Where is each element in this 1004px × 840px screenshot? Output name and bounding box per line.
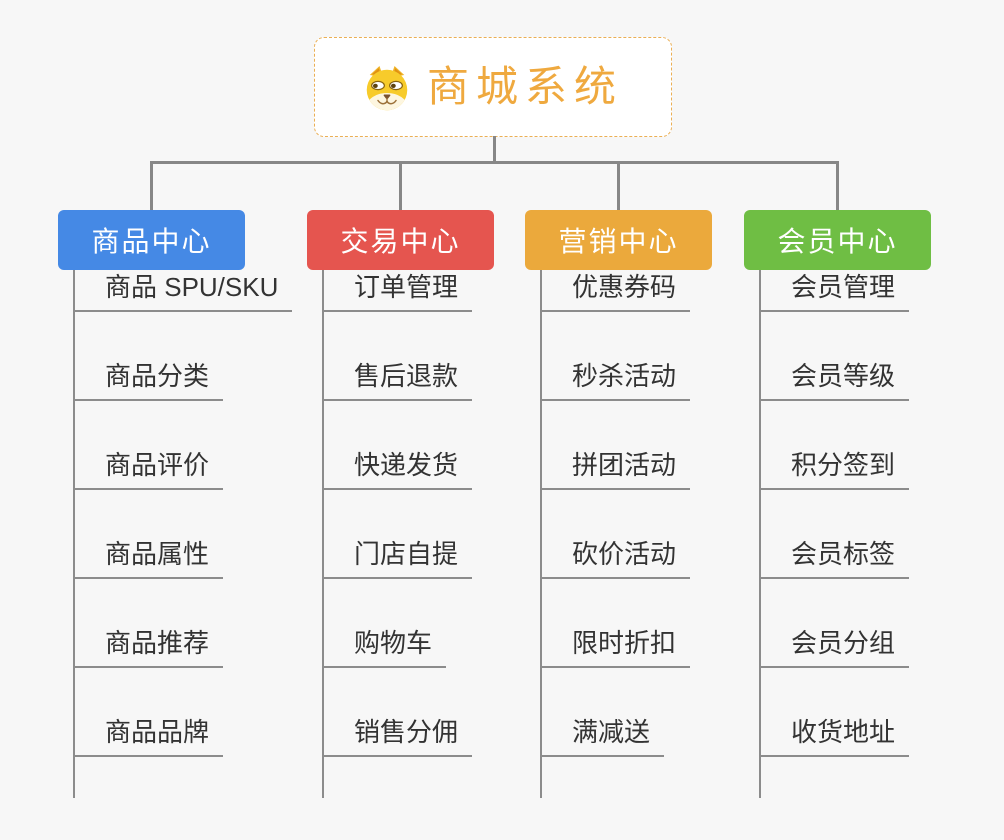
branch-children-product: 商品 SPU/SKU 商品分类 商品评价 商品属性 商品推荐 商品品牌 — [73, 270, 293, 804]
child-node[interactable]: 限时折扣 — [540, 626, 691, 668]
branch-node-marketing-center[interactable]: 营销中心 — [525, 210, 712, 270]
child-node[interactable]: 商品属性 — [73, 537, 224, 579]
branch-spine — [322, 270, 324, 798]
child-node[interactable]: 会员标签 — [759, 537, 910, 579]
child-node[interactable]: 销售分佣 — [322, 715, 473, 757]
branch-spine — [540, 270, 542, 798]
branch-children-trade: 订单管理 售后退款 快递发货 门店自提 购物车 销售分佣 — [322, 270, 473, 804]
branch-spine — [73, 270, 75, 798]
child-node[interactable]: 积分签到 — [759, 448, 910, 490]
child-node[interactable]: 商品推荐 — [73, 626, 224, 668]
connector-drop-marketing — [617, 161, 620, 211]
connector-horizontal-bar — [150, 161, 839, 164]
child-node[interactable]: 会员分组 — [759, 626, 910, 668]
child-node[interactable]: 订单管理 — [322, 270, 473, 312]
child-node[interactable]: 会员等级 — [759, 359, 910, 401]
root-node[interactable]: 商城系统 — [314, 37, 672, 137]
child-node[interactable]: 商品评价 — [73, 448, 224, 490]
branch-node-trade-center[interactable]: 交易中心 — [307, 210, 494, 270]
branch-children-member: 会员管理 会员等级 积分签到 会员标签 会员分组 收货地址 — [759, 270, 910, 804]
child-node[interactable]: 快递发货 — [322, 448, 473, 490]
branch-label: 营销中心 — [558, 226, 679, 257]
branch-label: 会员中心 — [777, 226, 898, 257]
branch-children-marketing: 优惠券码 秒杀活动 拼团活动 砍价活动 限时折扣 满减送 — [540, 270, 691, 804]
branch-node-member-center[interactable]: 会员中心 — [744, 210, 931, 270]
branch-label: 交易中心 — [340, 226, 461, 257]
branch-node-product-center[interactable]: 商品中心 — [58, 210, 245, 270]
child-node[interactable]: 售后退款 — [322, 359, 473, 401]
connector-root-stem — [493, 136, 496, 163]
child-node[interactable]: 门店自提 — [322, 537, 473, 579]
child-node[interactable]: 砍价活动 — [540, 537, 691, 579]
child-node[interactable]: 秒杀活动 — [540, 359, 691, 401]
child-node[interactable]: 优惠券码 — [540, 270, 691, 312]
connector-drop-product — [150, 161, 153, 211]
branch-spine — [759, 270, 761, 798]
child-node[interactable]: 收货地址 — [759, 715, 910, 757]
child-node[interactable]: 购物车 — [322, 626, 447, 668]
child-node[interactable]: 会员管理 — [759, 270, 910, 312]
connector-drop-trade — [399, 161, 402, 211]
doge-icon — [366, 66, 408, 111]
child-node[interactable]: 拼团活动 — [540, 448, 691, 490]
child-node[interactable]: 商品分类 — [73, 359, 224, 401]
branch-label: 商品中心 — [91, 226, 212, 257]
child-node[interactable]: 满减送 — [540, 715, 665, 757]
root-title: 商城系统 — [426, 63, 623, 110]
child-node[interactable]: 商品品牌 — [73, 715, 224, 757]
connector-drop-member — [836, 161, 839, 211]
child-node[interactable]: 商品 SPU/SKU — [73, 270, 293, 312]
